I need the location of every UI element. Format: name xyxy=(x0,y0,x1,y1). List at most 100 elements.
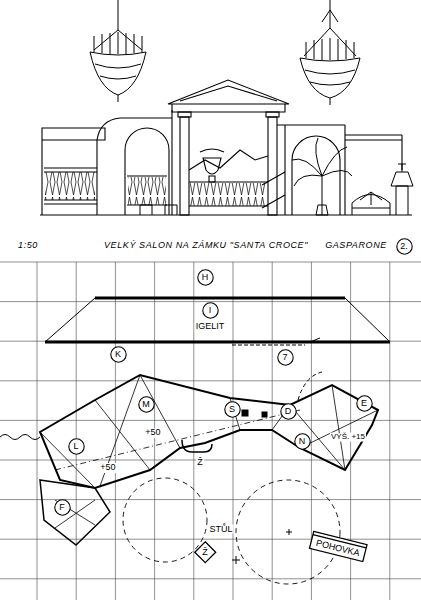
callout-letter: H xyxy=(197,269,214,286)
gauze-frame xyxy=(45,298,390,342)
prop-mark: Ž xyxy=(196,458,204,468)
grid-line xyxy=(0,578,421,579)
set-wall xyxy=(44,168,97,204)
callout-circle xyxy=(224,401,239,416)
chandelier xyxy=(90,0,360,105)
table-shape xyxy=(195,542,216,563)
sheet-title: VELKÝ SALON NA ZÁMKU "SANTA CROCE" xyxy=(103,241,309,251)
grid-line xyxy=(193,262,194,600)
gauze-frame xyxy=(45,341,390,344)
sheet-number: 2. xyxy=(396,238,413,255)
node-text: D xyxy=(285,407,292,416)
grid-line xyxy=(0,262,421,263)
stage-platform xyxy=(0,372,378,545)
height-mark: +50 xyxy=(144,428,161,438)
stage-platform xyxy=(55,500,95,528)
lamp-and-bench xyxy=(140,164,413,215)
callout-circle xyxy=(138,396,153,411)
callout-letter: M xyxy=(138,396,155,413)
stage-platform xyxy=(182,440,212,452)
callout-circle xyxy=(68,438,83,453)
node-text: I xyxy=(209,306,212,315)
set-wall xyxy=(40,214,412,215)
sofa-shape xyxy=(309,531,366,561)
grid-line xyxy=(233,262,234,600)
node-text: N xyxy=(299,437,306,446)
grid-line xyxy=(37,262,38,600)
chandelier xyxy=(94,32,142,54)
set-wall xyxy=(266,112,279,117)
production-name: GASPARONE xyxy=(324,241,388,251)
set-wall xyxy=(42,128,105,215)
gauze-frame xyxy=(232,345,305,346)
callout-letter: S xyxy=(224,401,241,418)
gauze-frame xyxy=(45,298,390,345)
walk-circle xyxy=(123,478,340,584)
node-text: M xyxy=(142,400,150,409)
callout-circle xyxy=(356,395,371,410)
grid-line xyxy=(0,539,421,540)
callout-circle xyxy=(197,269,212,284)
chandelier xyxy=(90,0,146,102)
callout-circle xyxy=(277,349,292,364)
grid-line xyxy=(389,262,390,600)
stage-platform xyxy=(55,410,300,470)
node-text: K xyxy=(115,350,121,359)
callout-circle xyxy=(396,238,411,253)
walk-circle xyxy=(123,478,207,562)
callout-letter: D xyxy=(280,403,297,420)
stage-platform xyxy=(0,435,40,440)
lamp-and-bench xyxy=(391,164,413,215)
set-wall xyxy=(168,80,289,112)
callout-letter: N xyxy=(294,433,311,450)
set-wall xyxy=(189,182,268,206)
set-wall xyxy=(200,149,224,182)
callout-circle xyxy=(110,346,125,361)
scale-note: 1:50 xyxy=(17,241,39,251)
grid-line xyxy=(76,262,77,600)
set-wall xyxy=(40,80,412,215)
grid-line xyxy=(0,262,421,600)
height-mark: VÝŠ. +15 xyxy=(330,433,366,442)
node-text: Ž xyxy=(202,548,208,557)
node-text: 7 xyxy=(282,353,287,362)
grid-line xyxy=(0,380,421,381)
callout-number: 7 xyxy=(277,349,294,366)
node-text: L xyxy=(73,442,78,451)
callout-letter: E xyxy=(356,395,373,412)
set-wall xyxy=(178,112,191,117)
set-wall xyxy=(262,172,285,208)
gauze-frame xyxy=(95,297,345,300)
stage-platform xyxy=(40,480,110,545)
callout-letter: F xyxy=(54,499,71,516)
node-text: H xyxy=(202,273,209,282)
node-text: 2. xyxy=(400,242,408,251)
stage-platform xyxy=(242,410,248,416)
set-wall xyxy=(128,177,166,205)
gauze-frame xyxy=(310,338,320,342)
sofa-box: POHOVKA xyxy=(308,530,367,562)
palm-plant xyxy=(292,138,352,215)
stage-platform xyxy=(262,412,267,417)
lamp-and-bench xyxy=(352,192,390,215)
node-heading: STŮL xyxy=(208,525,233,534)
callout-circle xyxy=(54,499,69,514)
grid-line xyxy=(115,262,116,600)
chandelier xyxy=(300,0,360,105)
grid-line xyxy=(0,460,421,461)
stage-platform xyxy=(40,375,378,488)
position-mark xyxy=(232,529,292,564)
stage-platform xyxy=(40,375,378,488)
callout-letter: K xyxy=(110,346,127,363)
callout-circle xyxy=(202,302,217,317)
grid-line xyxy=(0,341,421,342)
callout-circle xyxy=(280,403,295,418)
set-wall xyxy=(180,117,189,215)
set-wall xyxy=(127,176,167,205)
height-mark: +50 xyxy=(99,463,116,473)
node-text: E xyxy=(361,399,367,408)
lamp-and-bench xyxy=(140,205,177,215)
callout-circle xyxy=(294,433,309,448)
callout-letter: L xyxy=(68,438,85,455)
